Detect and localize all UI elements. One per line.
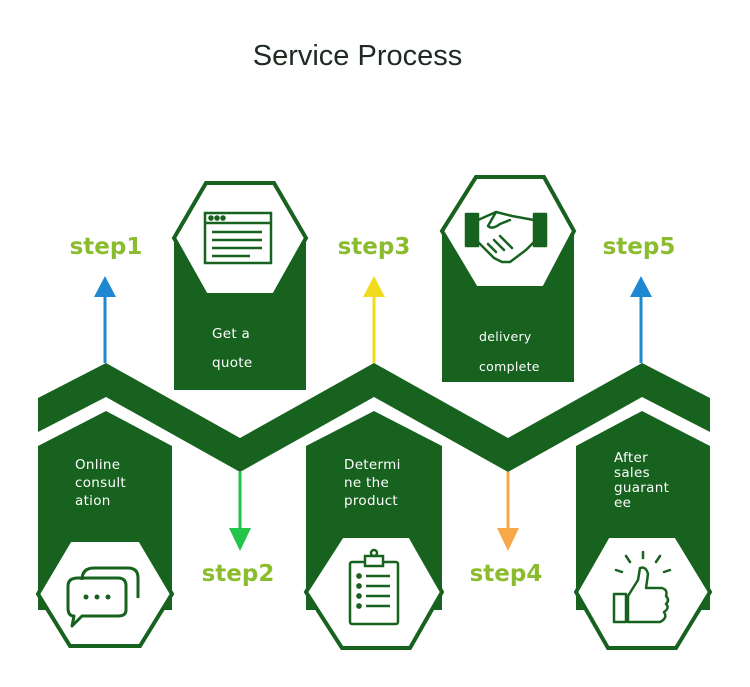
- step1-label: step1: [69, 234, 143, 260]
- step2-label: step2: [201, 561, 275, 587]
- thumbs-up-icon: [612, 550, 672, 624]
- browser-window-icon: [203, 211, 273, 265]
- clipboard-checklist-icon: [348, 548, 400, 626]
- step2-text: Get a quote: [212, 326, 253, 371]
- zigzag-band: [38, 363, 710, 472]
- step5-label: step5: [602, 234, 676, 260]
- step3-label: step3: [337, 234, 411, 260]
- arrow-step4: [497, 472, 519, 551]
- arrow-step1: [94, 276, 116, 363]
- page-title: Service Process: [252, 40, 463, 72]
- step4-label: step4: [469, 561, 543, 587]
- handshake-icon: [464, 210, 548, 264]
- arrow-step2: [229, 472, 251, 551]
- hex-badge-step5: [573, 534, 713, 650]
- hex-badge-step4: [439, 175, 577, 290]
- step1-text: Online consult ation: [75, 457, 126, 509]
- step5-text: After sales guarant ee: [614, 450, 670, 511]
- arrow-step3: [363, 276, 385, 363]
- arrow-step5: [630, 276, 652, 363]
- hex-badge-step1: [35, 538, 175, 648]
- hex-badge-step3: [303, 534, 445, 650]
- chat-bubbles-icon: [66, 566, 140, 628]
- step3-text: Determi ne the product: [344, 457, 401, 509]
- step4-text: delivery complete: [479, 329, 540, 374]
